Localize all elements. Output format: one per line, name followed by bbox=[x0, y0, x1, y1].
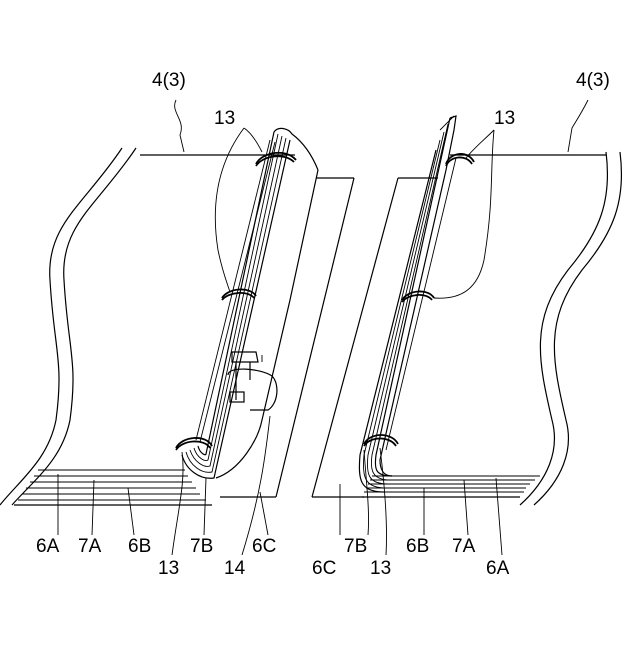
label-7A-left: 7A bbox=[78, 536, 102, 557]
label-7B-right: 7B bbox=[344, 536, 367, 557]
left-leaders bbox=[58, 100, 270, 555]
ref-label-right: 4(3) bbox=[576, 70, 610, 91]
label-13-bottom-right: 13 bbox=[370, 558, 391, 579]
label-13-top-right: 13 bbox=[494, 108, 515, 129]
label-6B-right: 6B bbox=[406, 536, 429, 557]
label-6A-right: 6A bbox=[486, 558, 510, 579]
left-panel-6C bbox=[220, 178, 354, 497]
label-7A-right: 7A bbox=[452, 536, 476, 557]
label-6C-right: 6C bbox=[312, 558, 336, 579]
right-assembly bbox=[312, 100, 621, 555]
left-rings bbox=[176, 153, 296, 450]
label-6B-left: 6B bbox=[128, 536, 151, 557]
label-13-top-left: 13 bbox=[214, 108, 235, 129]
label-6C-left: 6C bbox=[252, 536, 276, 557]
right-sheet-layers bbox=[362, 476, 540, 497]
label-13-bottom-left: 13 bbox=[158, 558, 179, 579]
right-wavy-edge bbox=[520, 152, 607, 505]
left-wavy-edge bbox=[12, 148, 136, 505]
left-spine bbox=[182, 128, 318, 478]
label-6A-left: 6A bbox=[36, 536, 60, 557]
label-14: 14 bbox=[224, 558, 246, 579]
left-assembly bbox=[0, 100, 354, 555]
labels: 4(3) 4(3) 13 13 6A 7A 6B 13 7B 14 6C 6C … bbox=[36, 70, 610, 579]
ref-label-left: 4(3) bbox=[152, 70, 186, 91]
label-7B-left: 7B bbox=[190, 536, 213, 557]
